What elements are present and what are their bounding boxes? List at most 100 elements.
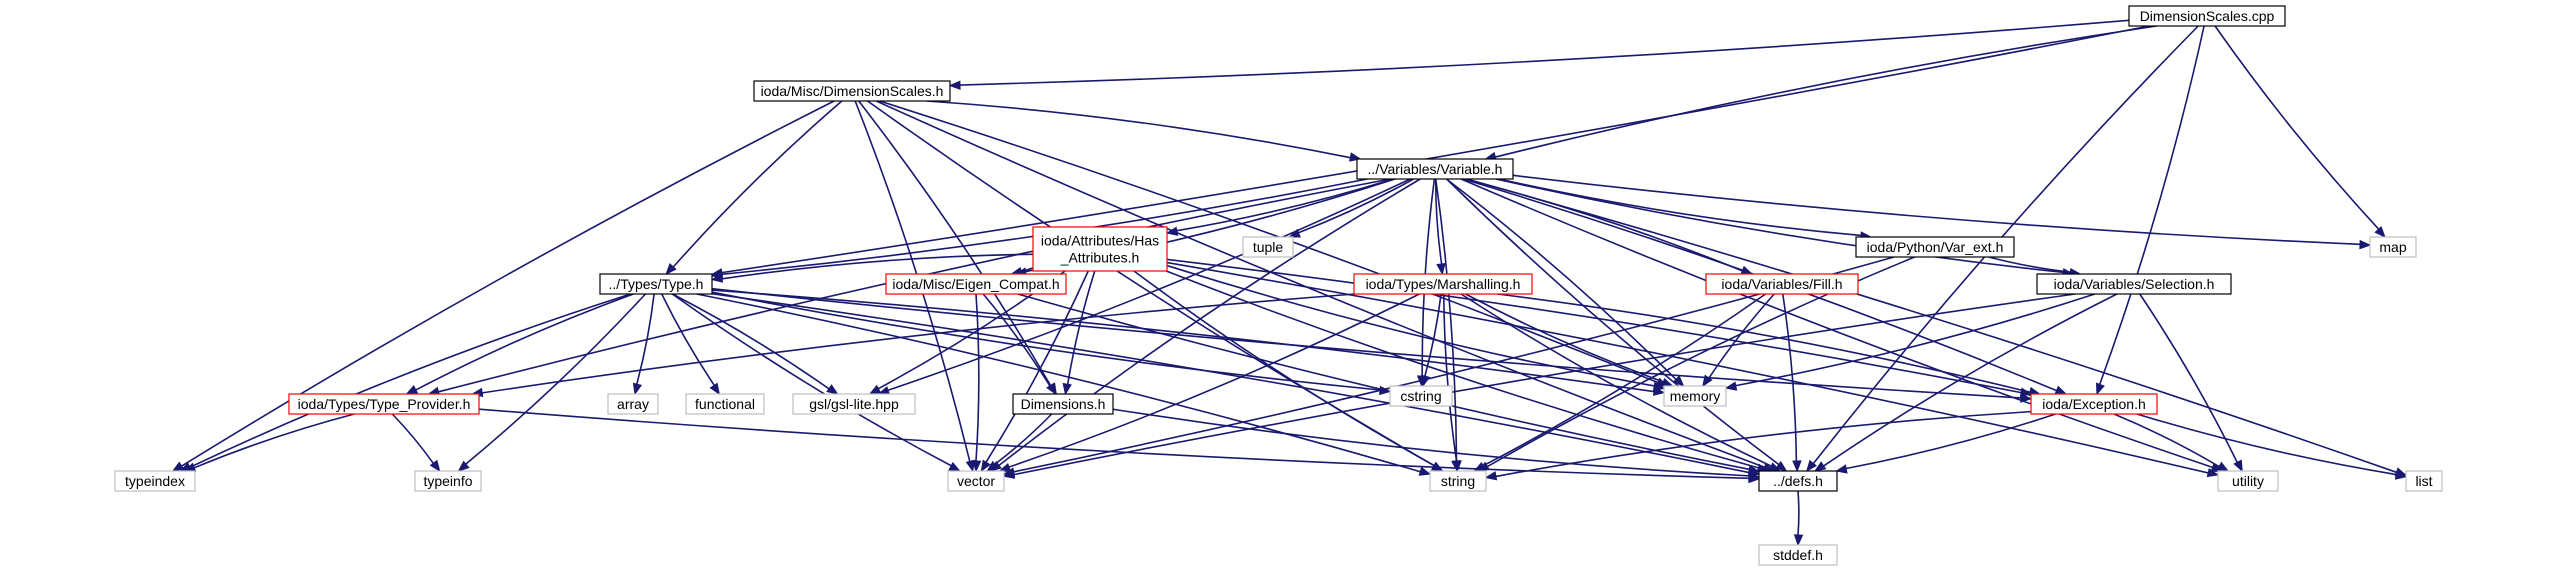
edge-arrowhead — [1792, 460, 1802, 473]
edge-arrowhead — [665, 263, 677, 276]
node-typeindex: typeindex — [114, 470, 196, 492]
edge-line — [1020, 267, 1034, 273]
edge-arrowhead — [965, 459, 975, 473]
node-box — [288, 393, 480, 415]
node-label: list — [2415, 473, 2432, 489]
edge-arrowhead — [1835, 464, 1848, 474]
edge-line — [1434, 178, 1443, 265]
edge-exception_h-to-list — [2136, 413, 2408, 480]
edge-line — [711, 291, 1381, 391]
node-label-line: ioda/Exception.h — [2042, 396, 2146, 412]
edge-dimscales_cpp-to-map — [2214, 25, 2386, 238]
node-label-line: vector — [957, 473, 995, 489]
edge-arrowhead — [1420, 374, 1431, 388]
edge-line — [711, 287, 2022, 399]
edge-line — [1298, 178, 1414, 234]
node-box — [114, 470, 196, 492]
node-box — [947, 470, 1005, 492]
edge-type_h-to-string — [696, 293, 1432, 476]
node-label-line: ioda/Variables/Fill.h — [1721, 276, 1842, 292]
node-utility: utility — [2217, 470, 2279, 492]
edge-misc_dimscales_h-to-typeindex — [171, 100, 835, 472]
node-type-provider-h[interactable]: ioda/Types/Type_Provider.h — [288, 393, 480, 415]
edge-arrowhead — [1793, 534, 1804, 547]
edge-arrowhead — [405, 384, 419, 395]
node-label-line: DimensionScales.cpp — [2140, 8, 2275, 24]
edge-line — [672, 100, 843, 268]
node-box — [2217, 470, 2279, 492]
edge-variable_h-to-defs_h — [1446, 178, 1788, 472]
node-label: functional — [695, 396, 755, 412]
edge-arrowhead — [1484, 471, 1498, 481]
edge-line — [1466, 178, 2397, 474]
node-label: ioda/Misc/Eigen_Compat.h — [892, 276, 1059, 292]
node-misc-dimscales-h[interactable]: ioda/Misc/DimensionScales.h — [753, 80, 951, 102]
edge-arrowhead — [171, 461, 185, 472]
edge-variable_h-to-var_ext_h — [1498, 178, 1873, 241]
node-label-line: typeindex — [125, 473, 185, 489]
edge-line — [1008, 293, 1420, 468]
node-label: typeindex — [125, 473, 185, 489]
node-box — [2369, 236, 2417, 258]
edge-arrowhead — [2096, 382, 2105, 396]
edge-arrowhead — [2020, 393, 2033, 403]
edge-line — [721, 25, 2150, 274]
edge-line — [711, 292, 1750, 474]
edge-line — [1166, 261, 2209, 474]
edge-line — [879, 100, 1659, 384]
node-label-line: map — [2379, 239, 2406, 255]
node-label-line: string — [1441, 473, 1475, 489]
edge-marshalling_h-to-cstring — [1420, 293, 1442, 388]
node-box — [792, 393, 916, 415]
node-gsl-lite: gsl/gsl-lite.hpp — [792, 393, 916, 415]
edge-arrowhead — [1652, 386, 1666, 396]
node-box — [2128, 5, 2286, 27]
node-exception-h[interactable]: ioda/Exception.h — [2030, 393, 2158, 415]
edge-line — [1112, 408, 1750, 477]
node-selection-h[interactable]: ioda/Variables/Selection.h — [2036, 273, 2232, 295]
edge-variable_h-to-marshalling_h — [1434, 178, 1446, 276]
node-eigen-compat-h[interactable]: ioda/Misc/Eigen_Compat.h — [885, 273, 1067, 295]
node-string: string — [1429, 470, 1487, 492]
edge-variable_h-to-has_attributes_h — [1165, 178, 1394, 236]
edge-arrowhead — [2233, 459, 2243, 473]
node-fill-h[interactable]: ioda/Variables/Fill.h — [1705, 273, 1859, 295]
edge-dimensions_h-to-vector — [986, 413, 1053, 472]
edge-arrowhead — [868, 384, 882, 395]
node-label: ../Types/Type.h — [609, 276, 704, 292]
edge-line — [985, 270, 1089, 463]
edge-line — [671, 293, 952, 467]
node-label-line: list — [2415, 473, 2432, 489]
node-box — [1429, 470, 1487, 492]
node-label: tuple — [1253, 239, 1284, 255]
edge-line — [1845, 413, 2056, 470]
edge-selection_h-to-vector — [1002, 293, 2076, 479]
edge-line — [2214, 25, 2380, 230]
node-box — [2405, 470, 2443, 492]
node-var-ext-h[interactable]: ioda/Python/Var_ext.h — [1855, 236, 2015, 258]
edge-arrowhead — [2206, 467, 2220, 478]
edge-line — [1782, 293, 1798, 462]
node-label-line: ../Variables/Variable.h — [1368, 161, 1503, 177]
edge-line — [636, 293, 655, 385]
node-type-h[interactable]: ../Types/Type.h — [599, 273, 713, 295]
node-marshalling-h[interactable]: ioda/Types/Marshalling.h — [1353, 273, 1533, 295]
node-label: gsl/gsl-lite.hpp — [809, 396, 899, 412]
edge-line — [189, 293, 631, 469]
node-has-attributes-h[interactable]: ioda/Attributes/Has_Attributes.h — [1032, 226, 1168, 272]
node-box — [885, 273, 1067, 295]
edge-line — [1166, 258, 2022, 394]
edge-exception_h-to-utility — [2113, 413, 2230, 472]
node-label-line: ../defs.h — [1773, 473, 1823, 489]
edge-exception_h-to-defs_h — [1835, 413, 2056, 474]
edge-selection_h-to-defs_h — [1813, 293, 2118, 472]
edge-dimscales_cpp-to-variable_h — [1484, 25, 2157, 162]
node-variable-h[interactable]: ../Variables/Variable.h — [1356, 158, 1514, 180]
edge-line — [1708, 293, 1775, 379]
edge-line — [875, 100, 1765, 468]
node-defs-h[interactable]: ../defs.h — [1758, 470, 1838, 492]
node-dimensions-h[interactable]: Dimensions.h — [1012, 393, 1114, 415]
edge-type_provider_h-to-typeindex — [183, 413, 355, 472]
edge-type_h-to-functional — [661, 293, 720, 396]
node-label: Dimensions.h — [1021, 396, 1106, 412]
